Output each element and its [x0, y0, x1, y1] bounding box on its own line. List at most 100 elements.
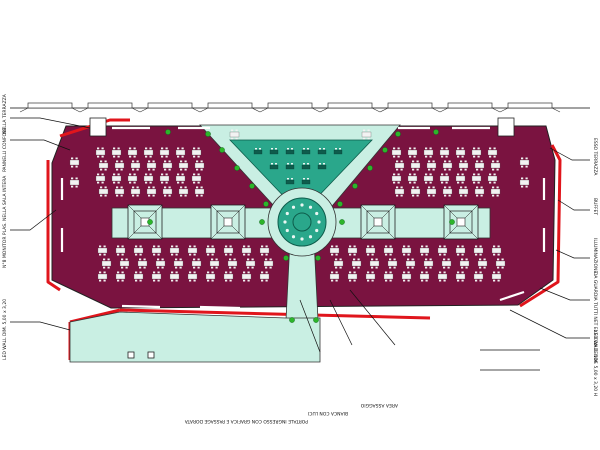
bottom-wall [119, 308, 431, 320]
chair [443, 266, 446, 269]
chair [331, 253, 334, 256]
chair [125, 258, 128, 261]
rotunda-center [292, 212, 312, 232]
chair [489, 155, 492, 158]
chair [259, 148, 261, 150]
chair [71, 157, 74, 160]
chair [407, 258, 410, 261]
pillar [449, 219, 455, 225]
chair [412, 186, 415, 189]
chair [121, 271, 124, 274]
chair [460, 160, 463, 163]
chair [71, 185, 74, 188]
chair [353, 245, 356, 248]
chair [125, 266, 128, 269]
chair [181, 173, 184, 176]
dining-table [111, 149, 122, 156]
chair [117, 173, 120, 176]
chair [179, 266, 182, 269]
chair [393, 173, 396, 176]
chair [367, 271, 370, 274]
chair [425, 155, 428, 158]
dining-table [95, 149, 106, 156]
chair [389, 245, 392, 248]
courtyard-table [253, 149, 263, 155]
chair [152, 168, 155, 171]
chair [120, 194, 123, 197]
dining-table [383, 247, 394, 254]
dining-table [455, 175, 466, 182]
chair [161, 181, 164, 184]
chair [396, 186, 399, 189]
chair [396, 168, 399, 171]
left-wall [46, 160, 61, 292]
chair [397, 147, 400, 150]
chair [215, 258, 218, 261]
foyer-mark-1 [127, 351, 135, 359]
dining-table [365, 273, 376, 280]
chair [164, 168, 167, 171]
chair [145, 147, 148, 150]
chair [496, 186, 499, 189]
chair [480, 160, 483, 163]
chair [235, 137, 238, 140]
buffet-station-inner [133, 210, 157, 234]
dining-table [407, 175, 418, 182]
screen-stand [431, 107, 441, 113]
chair [229, 245, 232, 248]
pillar [367, 165, 373, 171]
rotunda-seat [315, 228, 319, 233]
chair [189, 271, 192, 274]
chair [132, 194, 135, 197]
chair [331, 279, 334, 282]
chair [243, 271, 246, 274]
dining-table [477, 260, 488, 267]
chair [197, 147, 200, 150]
dining-table [361, 131, 372, 138]
top-screen [207, 102, 253, 109]
screen-stand [71, 107, 81, 113]
buffet-station-core [373, 217, 383, 227]
chair [335, 266, 338, 269]
chair [247, 279, 250, 282]
chair [171, 279, 174, 282]
chair [175, 271, 178, 274]
chair [521, 157, 524, 160]
chair [403, 245, 406, 248]
chair [375, 266, 378, 269]
chair [353, 271, 356, 274]
chair [196, 194, 199, 197]
chair [371, 279, 374, 282]
chair [521, 165, 524, 168]
chair [421, 253, 424, 256]
chair [120, 186, 123, 189]
label-text: LED WALL DIM. 5,00 x 3,20 H [592, 330, 598, 396]
rotunda-seat [300, 203, 304, 207]
dining-table [146, 162, 157, 169]
chair [132, 186, 135, 189]
dining-table [487, 149, 498, 156]
screen-stand [131, 107, 141, 113]
dining-table [130, 162, 141, 169]
dining-table [205, 273, 216, 280]
pillar [315, 255, 321, 261]
chair [493, 147, 496, 150]
chair [448, 160, 451, 163]
chair [476, 160, 479, 163]
dining-table [519, 159, 530, 166]
chair [136, 168, 139, 171]
chair [148, 168, 151, 171]
chair [200, 160, 203, 163]
chair [135, 245, 138, 248]
chair [177, 181, 180, 184]
dining-table [169, 247, 180, 254]
chair [113, 147, 116, 150]
dining-table [333, 260, 344, 267]
dining-table [162, 162, 173, 169]
chair [177, 147, 180, 150]
label-right-4: DA GUARDIA TUTTI NET EXS CON TENDE [592, 272, 598, 364]
chair [116, 160, 119, 163]
chair [136, 194, 139, 197]
chair [400, 160, 403, 163]
chair [396, 160, 399, 163]
